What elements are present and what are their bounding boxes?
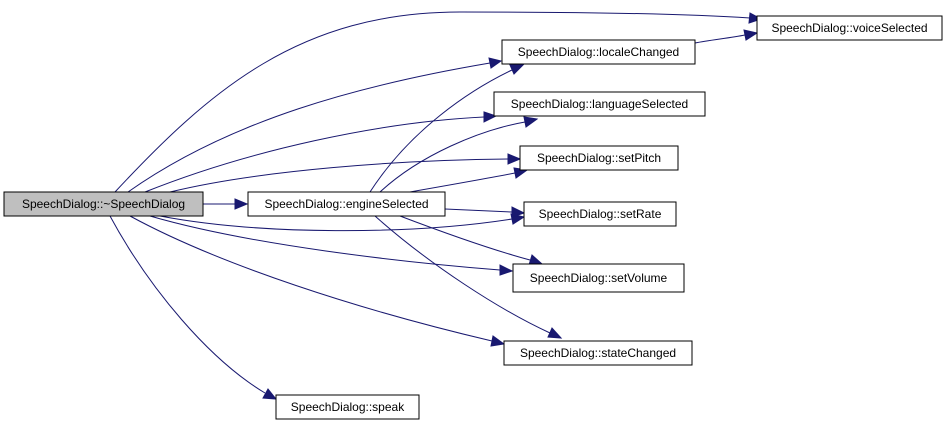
edge-engineSelected-setVolume (399, 215, 531, 261)
edge-destructor-languageSelected (144, 116, 485, 193)
node-label: SpeechDialog::setPitch (537, 151, 661, 165)
node-destructor[interactable]: SpeechDialog::~SpeechDialog (3, 191, 204, 217)
node-setVolume[interactable]: SpeechDialog::setVolume (512, 263, 685, 293)
arrowhead (499, 264, 514, 276)
node-setRate[interactable]: SpeechDialog::setRate (523, 201, 677, 227)
edge-destructor-localeChanged (127, 62, 491, 193)
edge-destructor-setVolume (149, 215, 501, 271)
edge-engineSelected-stateChanged (374, 215, 551, 334)
node-label: SpeechDialog::setVolume (530, 271, 668, 285)
node-label: SpeechDialog::engineSelected (264, 197, 428, 211)
edge-destructor-speak (109, 215, 266, 394)
edge-destructor-voiceSelected (114, 11, 751, 193)
edge-localeChanged-voiceSelected (694, 34, 746, 44)
node-languageSelected[interactable]: SpeechDialog::languageSelected (493, 91, 706, 117)
node-label: SpeechDialog::setRate (539, 207, 662, 221)
nodes-layer: SpeechDialog::~SpeechDialog SpeechDialog… (3, 15, 943, 420)
node-stateChanged[interactable]: SpeechDialog::stateChanged (503, 340, 693, 366)
arrowhead (523, 116, 539, 128)
node-voiceSelected[interactable]: SpeechDialog::voiceSelected (756, 15, 943, 41)
arrowhead (490, 335, 506, 347)
node-engineSelected[interactable]: SpeechDialog::engineSelected (247, 191, 446, 217)
arrowhead (748, 12, 763, 24)
node-label: SpeechDialog::stateChanged (520, 346, 676, 360)
arrowhead (262, 388, 278, 400)
arrowhead (547, 327, 563, 339)
edge-engineSelected-setRate (444, 208, 513, 213)
arrowhead (511, 206, 526, 218)
arrowhead (509, 64, 525, 75)
arrowhead (743, 29, 759, 41)
node-label: SpeechDialog::~SpeechDialog (22, 197, 185, 211)
arrowhead (507, 153, 522, 165)
edge-destructor-setPitch (169, 158, 509, 193)
edge-engineSelected-localeChanged (369, 69, 513, 193)
edge-destructor-setRate (159, 215, 513, 232)
node-label: SpeechDialog::languageSelected (511, 97, 688, 111)
edge-destructor-stateChanged (129, 215, 493, 342)
edges-layer (109, 11, 763, 400)
edge-engineSelected-setPitch (409, 172, 516, 193)
node-label: SpeechDialog::localeChanged (518, 45, 679, 59)
node-label: SpeechDialog::voiceSelected (771, 21, 927, 35)
node-localeChanged[interactable]: SpeechDialog::localeChanged (501, 39, 696, 65)
node-setPitch[interactable]: SpeechDialog::setPitch (519, 145, 679, 171)
node-speak[interactable]: SpeechDialog::speak (275, 394, 420, 420)
arrowhead (483, 111, 498, 123)
node-label: SpeechDialog::speak (291, 400, 405, 414)
arrowhead (488, 57, 503, 69)
edge-engineSelected-languageSelected (379, 121, 526, 193)
arrowhead (234, 198, 249, 210)
